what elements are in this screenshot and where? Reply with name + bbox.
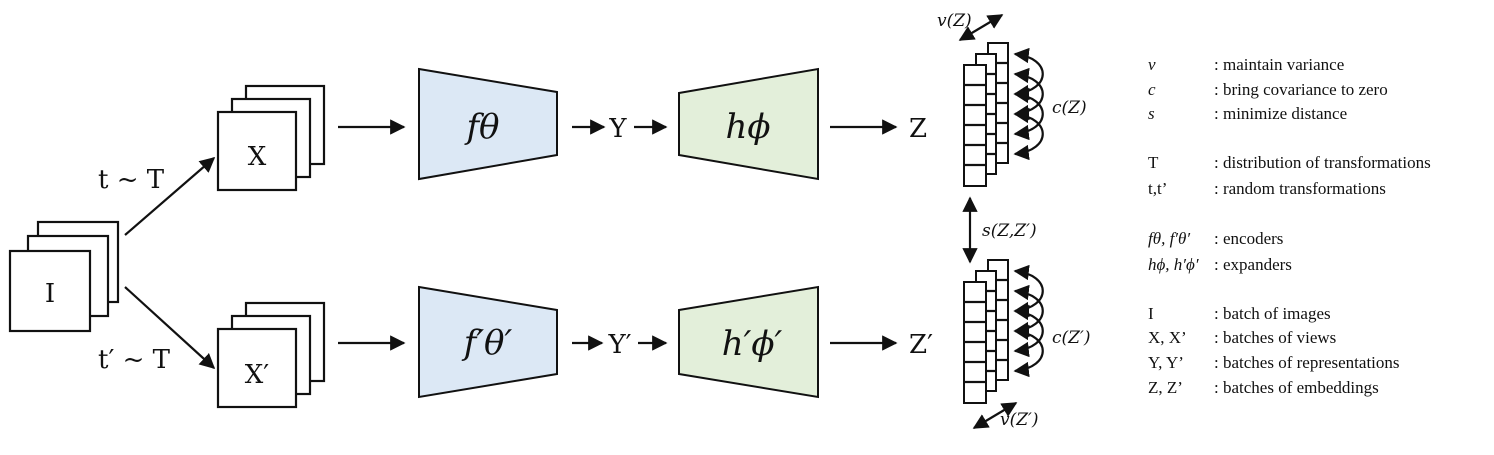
view-batch-stack-bottom: X′ [216,301,326,409]
legend-description: : bring covariance to zero [1214,80,1388,99]
legend-description: : batch of images [1214,304,1331,323]
legend-key: c [1148,80,1156,99]
covariance-label-bottom: c(Z′) [1052,328,1090,348]
encoder-bottom [418,285,558,399]
encoder-label-bottom: f′θ′ [461,323,513,363]
view-batch-stack-top: X [216,84,326,192]
legend-key: v [1148,55,1156,74]
embedding-matrix-top [963,42,1009,187]
aug-arrow-top [124,156,216,236]
legend-description: : expanders [1214,255,1292,274]
legend-description: : distribution of transformations [1214,153,1431,172]
legend-description: : batches of representations [1214,353,1400,372]
rep-label-bottom: Y′ [607,330,631,360]
legend-key: fθ, f′θ′ [1148,229,1190,248]
rep-label-top: Y [608,114,627,144]
aug-arrow-bottom [124,286,216,370]
legend-description: : batches of views [1214,328,1336,347]
aug-label-top: t ~ T [98,165,165,195]
variance-arrow-bottom [972,402,1018,429]
legend-key: Y, Y’ [1148,353,1184,372]
expander-label-bottom: h′ϕ′ [722,324,783,364]
variance-label-bottom: v(Z′) [1000,410,1039,430]
legend-key: hϕ, h′ϕ′ [1148,255,1199,274]
legend-description: : minimize distance [1214,104,1347,123]
legend-key: X, X’ [1148,328,1187,347]
image-batch-stack: I [8,220,120,333]
legend-description: : random transformations [1214,179,1386,198]
legend-key: T [1148,153,1159,172]
legend: v : maintain variance c : bring covariance … [1148,55,1431,397]
encoder-label-top: fθ [463,107,499,147]
emb-label-top: Z [909,114,927,144]
emb-label-bottom: Z′ [909,330,933,360]
aug-label-bottom: t′ ~ T [98,345,171,375]
expander-bottom [678,285,819,399]
input-label: I [45,279,55,309]
distance-label: s(Z,Z′) [982,221,1037,241]
legend-key: s [1148,104,1155,123]
view-label-top: X [248,142,267,172]
embedding-matrix-bottom [963,259,1009,404]
expander-top [678,67,819,181]
variance-label-top: v(Z) [937,11,972,31]
encoder-top [418,67,558,181]
covariance-arcs-top [1013,47,1044,161]
covariance-label-top: c(Z) [1052,98,1087,118]
variance-arrow-top [958,14,1004,41]
legend-description: : encoders [1214,229,1283,248]
legend-description: : maintain variance [1214,55,1344,74]
legend-description: : batches of embeddings [1214,378,1379,397]
covariance-arcs-bottom [1013,264,1044,378]
legend-key: I [1148,304,1154,323]
legend-key: Z, Z’ [1148,378,1183,397]
legend-key: t,t’ [1148,179,1167,198]
expander-label-top: hϕ [725,107,770,147]
view-label-bottom: X′ [245,360,270,390]
